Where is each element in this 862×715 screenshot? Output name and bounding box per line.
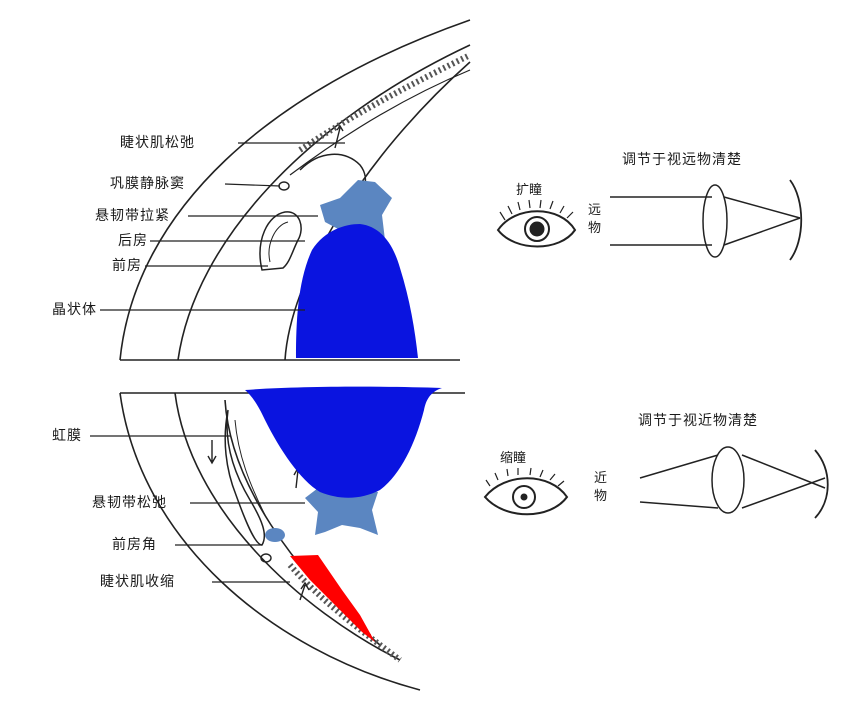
near-pupil xyxy=(521,494,527,500)
label-zonule-tight: 悬韧带拉紧 xyxy=(95,208,170,224)
lower-arrow-iris xyxy=(208,440,216,463)
near-optics xyxy=(640,447,828,518)
near-object-label: 近物 xyxy=(594,470,610,506)
label-iris: 虹膜 xyxy=(52,428,82,444)
lower-lens xyxy=(245,387,442,498)
label-scleral-sinus: 巩膜静脉窦 xyxy=(110,176,185,192)
label-anterior-chamber: 前房 xyxy=(112,258,142,274)
lower-chamber-angle-mark xyxy=(265,528,285,542)
upper-sclera-band xyxy=(300,55,470,150)
label-ciliary-relaxed: 睫状肌松弛 xyxy=(120,135,195,151)
label-posterior-chamber: 后房 xyxy=(118,233,148,249)
near-lens xyxy=(712,447,744,513)
far-pupil-label: 扩瞳 xyxy=(516,183,542,199)
upper-lens xyxy=(296,224,418,358)
upper-scleral-sinus xyxy=(279,182,289,190)
label-ciliary-contracted: 睫状肌收缩 xyxy=(100,574,175,590)
lower-ciliary-muscle xyxy=(290,555,375,642)
label-zonule-loose: 悬韧带松弛 xyxy=(92,495,167,511)
near-eye-icon xyxy=(485,468,567,514)
near-pupil-label: 缩瞳 xyxy=(500,451,526,467)
label-chamber-angle: 前房角 xyxy=(112,537,157,553)
far-eye-icon xyxy=(498,200,575,247)
far-object-label: 远物 xyxy=(588,202,604,238)
far-pupil xyxy=(530,222,544,236)
far-title: 调节于视远物清楚 xyxy=(622,152,742,168)
near-title: 调节于视近物清楚 xyxy=(638,413,758,429)
label-lens: 晶状体 xyxy=(52,302,97,318)
far-optics xyxy=(610,180,801,260)
far-lens xyxy=(703,185,727,257)
